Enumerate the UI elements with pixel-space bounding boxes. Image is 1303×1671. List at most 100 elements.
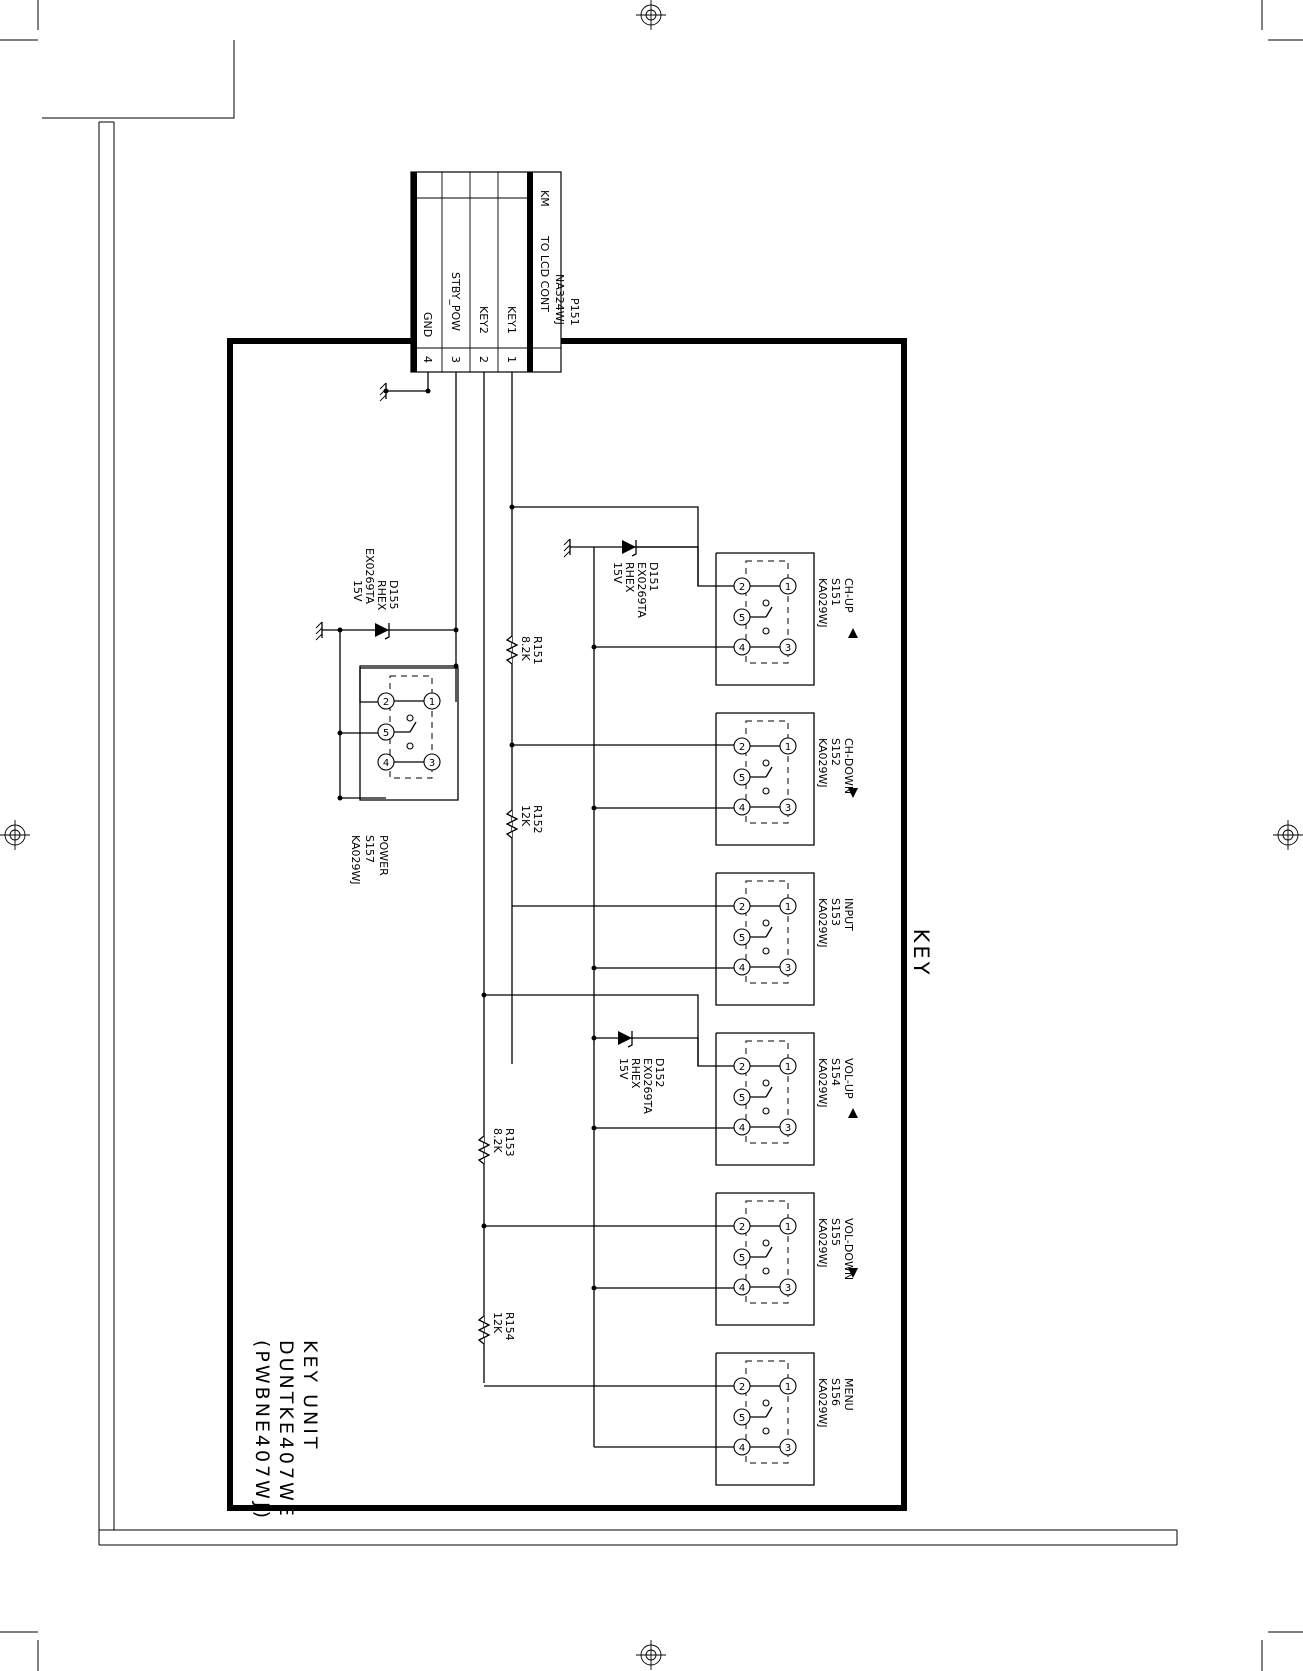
switch-ref: S157 — [363, 835, 376, 863]
switch-pin — [733, 638, 751, 656]
switch-pin-number: 5 — [383, 728, 389, 739]
switch-pin — [733, 928, 751, 946]
switch-pin — [733, 1377, 751, 1395]
switch-pin-number: 3 — [785, 643, 791, 654]
resistor-ref: R152 — [531, 805, 544, 834]
connector-p151: KM TO LCD CONT NA324WJ P151 KEY1 KEY2 ST… — [410, 171, 581, 373]
switch-pin — [779, 1377, 797, 1395]
switch-pin — [779, 1118, 797, 1136]
resistor-ref: R153 — [503, 1128, 516, 1157]
switch-pin — [733, 1118, 751, 1136]
switch-pin-number: 4 — [383, 758, 389, 769]
switch-part: KA029WJ — [816, 738, 829, 788]
switch-pin-number: 3 — [785, 1123, 791, 1134]
diode-d155: D155 RHEX EX0269TA 15V — [351, 548, 400, 640]
board-outline — [227, 338, 907, 1511]
pin1-signal: KEY1 — [505, 306, 518, 334]
switch-part: KA029WJ — [816, 1218, 829, 1268]
switch-name: CH-DOWN — [842, 738, 855, 794]
diode-d152: D152 EX0269TA RHEX 15V — [617, 1031, 666, 1114]
switch-pin-number: 1 — [429, 697, 435, 708]
unit-name: KEY UNIT — [299, 1340, 321, 1451]
switch-pin — [779, 1057, 797, 1075]
switch-pin-number: 2 — [739, 1222, 745, 1233]
switch-part: KA029WJ — [816, 1058, 829, 1108]
switch-pin — [779, 1217, 797, 1235]
switch-pin — [779, 897, 797, 915]
switch-pin-number: 2 — [383, 697, 389, 708]
switch-pin-number: 3 — [785, 803, 791, 814]
switch-pin — [733, 1088, 751, 1106]
diode-model: EX0269TA — [363, 548, 376, 604]
switch-pin-number: 5 — [739, 933, 745, 944]
switch-pin-number: 2 — [739, 1382, 745, 1393]
switch-part: KA029WJ — [349, 835, 362, 885]
switch-pin — [779, 1278, 797, 1296]
pin1-number: 1 — [505, 356, 518, 363]
sheet-title: KEY — [909, 929, 933, 978]
switch-name: INPUT — [842, 898, 855, 931]
junctions — [337, 388, 597, 1291]
switch-pin — [779, 737, 797, 755]
switch-pin-number: 5 — [739, 613, 745, 624]
arrow-down-icon — [848, 1268, 858, 1278]
grid-frame — [98, 121, 1178, 1546]
resistor-value: 8.2K — [519, 636, 532, 661]
switch-pin-number: 3 — [429, 758, 435, 769]
switch-pin-number: 3 — [785, 1443, 791, 1454]
diode-ref: D151 — [647, 562, 660, 591]
diode-model: EX0269TA — [641, 1058, 654, 1114]
switch-pin — [733, 1057, 751, 1075]
switch-pin-number: 4 — [739, 1123, 745, 1134]
connector-dest: TO LCD CONT — [538, 235, 551, 312]
diode-voltage: 15V — [617, 1058, 630, 1080]
diode-ref: D152 — [653, 1058, 666, 1087]
switch-ref: S156 — [829, 1378, 842, 1406]
switch-pin — [423, 692, 441, 710]
resistor-ref: R154 — [503, 1312, 516, 1341]
switch-pin — [779, 1438, 797, 1456]
switch-pin-number: 5 — [739, 1253, 745, 1264]
switch-pin-number: 4 — [739, 1443, 745, 1454]
registration-mark-right — [1273, 820, 1303, 850]
switch-pin — [423, 753, 441, 771]
switch-pin — [733, 958, 751, 976]
switch-ref: S153 — [829, 898, 842, 926]
diode-part: RHEX — [623, 562, 636, 593]
switch-pin — [733, 1248, 751, 1266]
switch-pin-number: 4 — [739, 1283, 745, 1294]
unit-code: DUNTKE407WE — [275, 1340, 297, 1519]
switch-part: KA029WJ — [816, 578, 829, 628]
switch-pin-number: 2 — [739, 742, 745, 753]
diode-voltage: 15V — [351, 580, 364, 602]
switch-pin — [733, 1278, 751, 1296]
switch-ref: S151 — [829, 578, 842, 606]
registration-mark-bottom — [636, 1640, 666, 1670]
resistor-r154: R154 12K — [477, 1312, 516, 1345]
switch-pin — [733, 768, 751, 786]
switch-pin-number: 1 — [785, 902, 791, 913]
pin2-number: 2 — [477, 356, 490, 363]
switch-pin-number: 5 — [739, 1093, 745, 1104]
switch-pin-number: 1 — [785, 742, 791, 753]
switch-ref: S155 — [829, 1218, 842, 1246]
ground-symbol-connector — [379, 382, 387, 402]
switch-pin-number: 2 — [739, 582, 745, 593]
switch-pin — [779, 638, 797, 656]
switch-pin-number: 4 — [739, 963, 745, 974]
switch-name: VOL-DOWN — [842, 1218, 855, 1280]
switch-pin — [733, 737, 751, 755]
connector-ref: P151 — [568, 298, 581, 326]
switch-name: POWER — [377, 835, 390, 876]
pwb-code: (PWBNE407WJ) — [251, 1340, 273, 1521]
switch-pin — [733, 1408, 751, 1426]
ground-symbol-d155 — [315, 621, 340, 641]
resistor-ref: R151 — [531, 636, 544, 665]
switch-pin — [733, 798, 751, 816]
